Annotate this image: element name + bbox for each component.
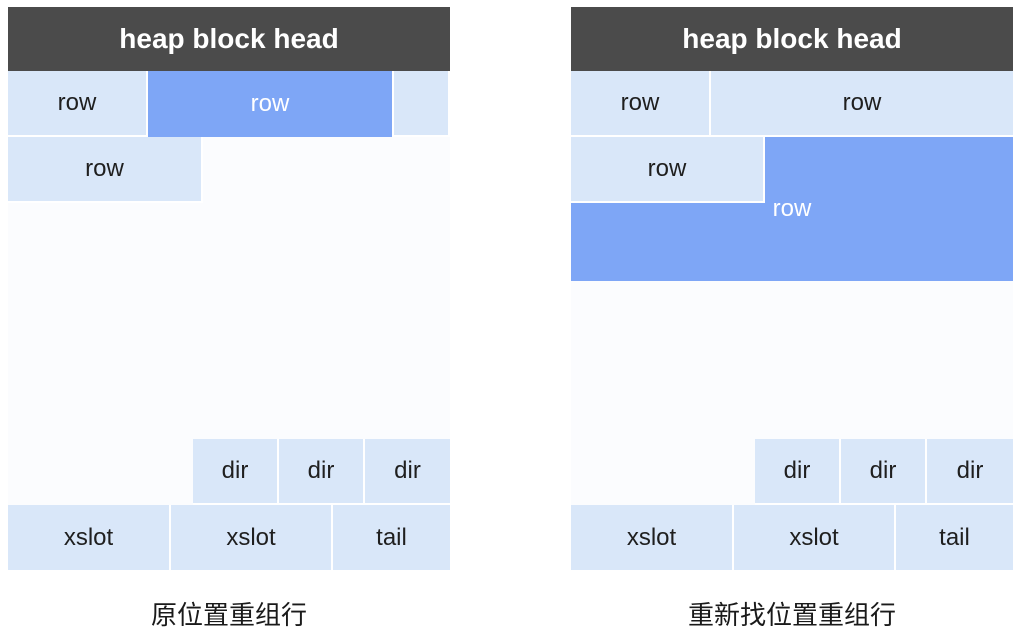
heap-block-head: heap block head <box>8 7 450 71</box>
row-cell: row <box>571 137 765 203</box>
row-cell: row <box>711 71 1013 137</box>
dir-cell: dir <box>279 439 365 505</box>
xslot-cell: xslot <box>734 505 896 570</box>
heap-block-relocated: heap block head row row row row dir dir … <box>571 7 1013 570</box>
row-cell-reorganized: row <box>148 71 392 137</box>
tail-cell: tail <box>333 505 450 570</box>
row-cell: row <box>8 137 203 203</box>
caption-original: 原位置重组行 <box>150 601 307 631</box>
dir-cell: dir <box>841 439 927 505</box>
xslot-cell: xslot <box>171 505 333 570</box>
row-cell: row <box>8 71 148 137</box>
dir-cell: dir <box>365 439 450 505</box>
row-cell: row <box>571 71 711 137</box>
tail-cell: tail <box>896 505 1013 570</box>
xslot-cell: xslot <box>8 505 171 570</box>
heap-block-original: heap block head row row row dir dir dir … <box>8 7 450 570</box>
dir-cell: dir <box>755 439 841 505</box>
row-cell-fragment <box>392 71 450 137</box>
caption-relocated: 重新找位置重组行 <box>687 601 896 631</box>
heap-block-head: heap block head <box>571 7 1013 71</box>
dir-cell: dir <box>193 439 279 505</box>
xslot-cell: xslot <box>571 505 734 570</box>
dir-cell: dir <box>927 439 1013 505</box>
